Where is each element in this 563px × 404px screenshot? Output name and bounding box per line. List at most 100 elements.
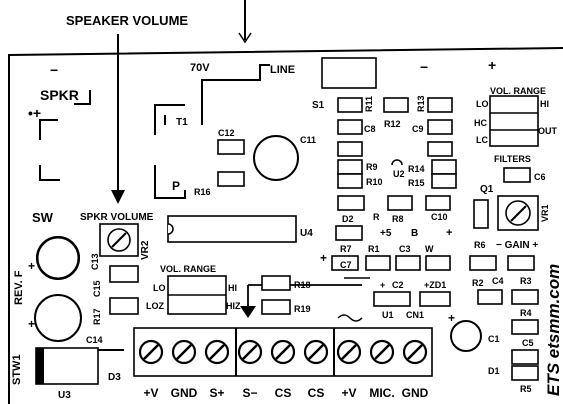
top-minus-label: − bbox=[420, 59, 428, 75]
vr1-label: VR1 bbox=[540, 204, 550, 222]
w-label: W bbox=[425, 244, 434, 254]
c2-label: C2 bbox=[392, 280, 404, 290]
r3-label: R3 bbox=[520, 276, 532, 286]
spkr-label: SPKR bbox=[40, 87, 79, 103]
hiz-label: HIZ bbox=[226, 301, 241, 311]
r13-label: R13 bbox=[416, 95, 426, 112]
vol-range-right-label: VOL. RANGE bbox=[490, 86, 546, 96]
r14-label: R14 bbox=[408, 164, 425, 174]
t1-bracket bbox=[154, 104, 186, 199]
c14-label: C14 bbox=[86, 335, 103, 345]
c13-label: C13 bbox=[90, 253, 100, 270]
d2-label: D2 bbox=[342, 214, 354, 224]
hi-label: HI bbox=[228, 283, 237, 293]
line-label: LINE bbox=[270, 64, 295, 76]
terminal-label: CS bbox=[275, 386, 292, 400]
terminal-screw bbox=[402, 339, 428, 365]
top-arrow bbox=[238, 0, 252, 44]
rev-label: REV. F bbox=[13, 270, 25, 305]
spkr-plus-label: •+ bbox=[28, 105, 41, 121]
hi-right-label: HI bbox=[540, 99, 549, 109]
r2-pad bbox=[477, 289, 503, 305]
c2-plus: + bbox=[380, 280, 385, 290]
r11-pad bbox=[337, 97, 363, 113]
r7-label: R7 bbox=[340, 244, 352, 254]
spkr-bracket bbox=[39, 90, 91, 181]
r1-pad bbox=[365, 255, 391, 271]
gain-pad bbox=[507, 255, 535, 271]
zd1-label: +ZD1 bbox=[424, 280, 446, 290]
u4-label: U4 bbox=[300, 228, 313, 239]
c6-pad bbox=[503, 167, 531, 183]
c6-label: C6 bbox=[534, 172, 546, 182]
vol-range-right-switch bbox=[489, 95, 539, 147]
r4-label: R4 bbox=[520, 308, 532, 318]
r-label: R bbox=[373, 212, 380, 222]
terminal-screw bbox=[171, 339, 197, 365]
q1-body bbox=[473, 199, 489, 229]
terminal-label: +V bbox=[143, 386, 158, 400]
r1-label: R1 bbox=[368, 244, 380, 254]
capacitor-c1 bbox=[450, 320, 482, 352]
terminal-label: +V bbox=[341, 386, 356, 400]
r9-label: R9 bbox=[366, 162, 378, 172]
r15-label: R15 bbox=[408, 178, 425, 188]
r19-pad bbox=[261, 299, 291, 315]
spkr-minus-label: − bbox=[50, 62, 58, 78]
loz-label: LOZ bbox=[146, 301, 164, 311]
top-center-component bbox=[321, 57, 377, 89]
c14-plus: + bbox=[28, 317, 35, 331]
c7-pad bbox=[331, 255, 359, 271]
c12-label: C12 bbox=[218, 128, 235, 138]
terminal-screw bbox=[237, 339, 263, 365]
d1-label: D1 bbox=[488, 366, 500, 376]
c3-label: C3 bbox=[399, 244, 411, 254]
terminal-screw bbox=[369, 339, 395, 365]
c7-label: C7 bbox=[340, 260, 352, 270]
r6-label: R6 bbox=[474, 240, 486, 250]
r5-label: R5 bbox=[520, 384, 532, 394]
r4-pad bbox=[511, 319, 539, 335]
d1-pad bbox=[511, 365, 539, 381]
vr2-potentiometer bbox=[99, 223, 139, 257]
c9-label: C9 bbox=[412, 124, 424, 134]
lc-label: LC bbox=[476, 135, 488, 145]
speaker-volume-arrow bbox=[111, 34, 125, 204]
plus5-label: +5 bbox=[380, 228, 392, 239]
u1-label: U1 bbox=[382, 310, 394, 320]
u4-notch bbox=[167, 223, 174, 235]
vol-range-left-label: VOL. RANGE bbox=[160, 264, 216, 274]
top-plus-label: + bbox=[488, 57, 496, 73]
r10-pad bbox=[337, 173, 363, 189]
c7-plus: + bbox=[320, 251, 327, 265]
r2-label: R2 bbox=[472, 278, 484, 288]
board-outline bbox=[8, 47, 563, 404]
terminal-screw bbox=[336, 339, 362, 365]
terminal-label: S− bbox=[242, 386, 257, 400]
c15-pad bbox=[109, 297, 139, 315]
r16-pad bbox=[217, 171, 245, 187]
p-label: P bbox=[172, 179, 180, 193]
r14-pad bbox=[431, 159, 457, 175]
c5-pad bbox=[511, 349, 539, 365]
c3-pad bbox=[395, 255, 421, 271]
r12-pad bbox=[383, 97, 409, 113]
terminal-screw bbox=[270, 339, 296, 365]
zd1-pad bbox=[419, 291, 451, 307]
c1-label: C1 bbox=[488, 334, 500, 344]
u3-outline bbox=[35, 347, 99, 385]
brand-label: ETS etsmm.com bbox=[544, 264, 563, 396]
terminal-label: MIC. bbox=[369, 386, 394, 400]
s1-label: S1 bbox=[312, 100, 325, 111]
out-label: OUT bbox=[538, 126, 558, 136]
r19-label: R19 bbox=[294, 304, 311, 314]
spkr-volume-label: SPKR VOLUME bbox=[80, 212, 154, 223]
c8-pad bbox=[337, 119, 363, 135]
u4-outline bbox=[167, 215, 297, 243]
cn1-tilde-mark bbox=[337, 314, 363, 322]
u3-label: U3 bbox=[58, 390, 71, 401]
lo-label: LO bbox=[153, 283, 166, 293]
r18-label: R18 bbox=[294, 280, 311, 290]
